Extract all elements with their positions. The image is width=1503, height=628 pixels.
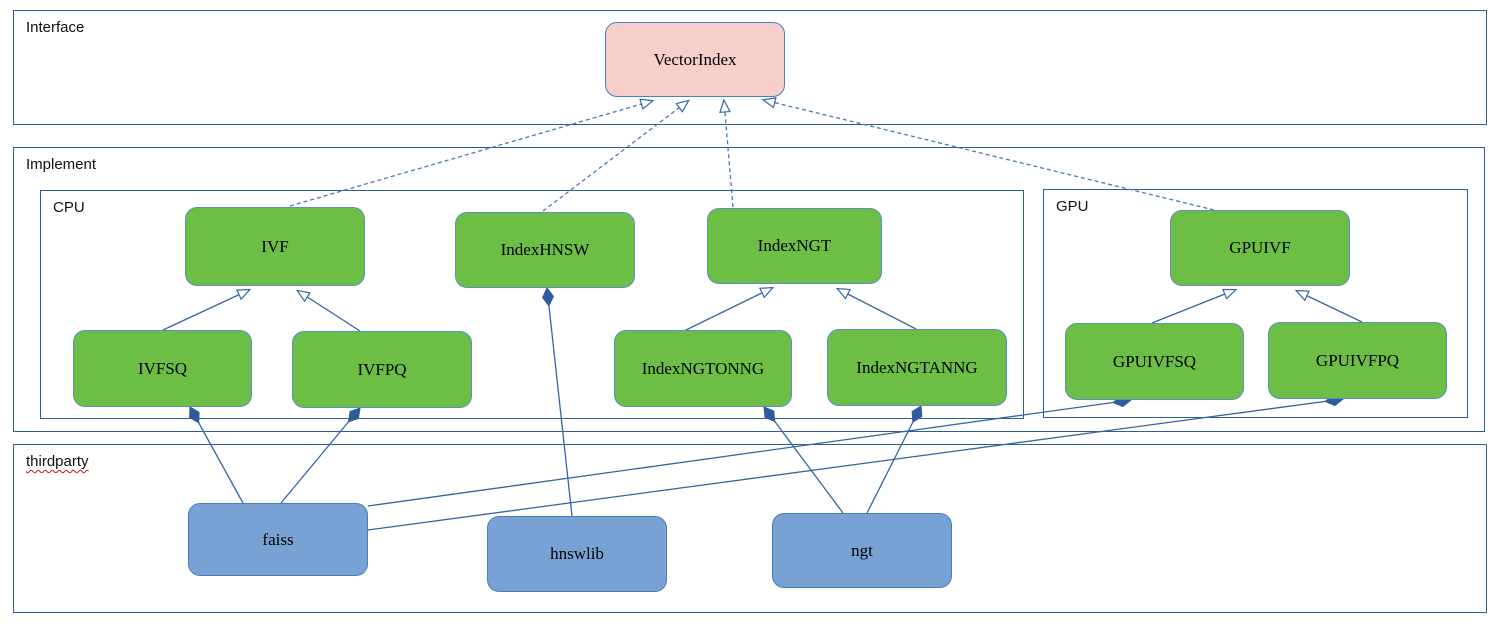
edge-ivf-vectorindex bbox=[289, 101, 652, 207]
implement-label: Implement bbox=[26, 156, 97, 173]
node-gpuivfpq[interactable]: GPUIVFPQ bbox=[1268, 322, 1447, 399]
node-indexngt-label: IndexNGT bbox=[757, 236, 832, 255]
edge-gpuivfpq-gpuivf bbox=[1297, 291, 1363, 323]
node-ivfpq[interactable]: IVFPQ bbox=[292, 331, 472, 408]
node-indexhnsw[interactable]: IndexHNSW bbox=[455, 212, 635, 288]
node-indexhnsw-label: IndexHNSW bbox=[500, 240, 590, 259]
edge-ivfpq-ivf bbox=[298, 291, 361, 332]
edge-indexngtanng-indexngt bbox=[838, 289, 917, 330]
edge-indexhnsw-hnswlib bbox=[542, 287, 573, 517]
edge-ivfpq-faiss bbox=[280, 407, 361, 504]
node-gpuivf-label: GPUIVF bbox=[1229, 238, 1291, 257]
node-hnswlib-label: hnswlib bbox=[550, 544, 604, 563]
node-indexngtanng[interactable]: IndexNGTANNG bbox=[827, 329, 1007, 406]
node-ivfsq-label: IVFSQ bbox=[137, 358, 188, 378]
node-gpuivfpq-label: GPUIVFPQ bbox=[1315, 350, 1400, 370]
node-ivfpq-label: IVFPQ bbox=[357, 359, 407, 379]
cpu-label: CPU bbox=[53, 199, 85, 216]
node-ivfsq[interactable]: IVFSQ bbox=[73, 330, 252, 407]
implement-container: Implement bbox=[13, 147, 1485, 432]
node-ngt[interactable]: ngt bbox=[772, 513, 952, 588]
gpu-label: GPU bbox=[1056, 198, 1089, 215]
edge-ivfsq-faiss bbox=[189, 406, 244, 504]
edge-gpuivfpq-faiss bbox=[367, 394, 1344, 531]
node-faiss-label: faiss bbox=[262, 529, 294, 549]
node-indexngt[interactable]: IndexNGT bbox=[707, 208, 882, 284]
edge-gpuivf-vectorindex bbox=[764, 100, 1215, 211]
node-ivf[interactable]: IVF bbox=[185, 207, 365, 286]
node-gpuivfsq-label: GPUIVFSQ bbox=[1112, 351, 1197, 371]
gpu-container: GPU bbox=[1043, 189, 1468, 418]
node-ngt-label: ngt bbox=[851, 540, 873, 560]
cpu-container: CPU bbox=[40, 190, 1024, 419]
edge-gpuivfsq-gpuivf bbox=[1151, 290, 1235, 324]
node-indexngtanng-label: IndexNGTANNG bbox=[856, 357, 978, 377]
edge-indexngtonng-ngt bbox=[763, 406, 844, 514]
node-gpuivfsq[interactable]: GPUIVFSQ bbox=[1065, 323, 1244, 400]
interface-label: Interface bbox=[26, 19, 85, 36]
node-hnswlib[interactable]: hnswlib bbox=[487, 516, 667, 592]
node-ivf-label: IVF bbox=[261, 236, 289, 256]
node-faiss[interactable]: faiss bbox=[188, 503, 368, 576]
edge-ivfsq-ivf bbox=[162, 290, 249, 331]
edge-indexhnsw-vectorindex bbox=[542, 101, 688, 212]
node-vectorindex-label: VectorIndex bbox=[653, 49, 737, 69]
node-vectorindex[interactable]: VectorIndex bbox=[605, 22, 785, 97]
edge-indexngt-vectorindex bbox=[724, 101, 734, 208]
interface-container: Interface bbox=[13, 10, 1487, 125]
edge-indexngtonng-indexngt bbox=[683, 288, 772, 332]
node-indexngtonng[interactable]: IndexNGTONNG bbox=[614, 330, 792, 407]
thirdparty-container: thirdparty bbox=[13, 444, 1487, 613]
thirdparty-label: thirdparty bbox=[26, 453, 89, 470]
node-gpuivf[interactable]: GPUIVF bbox=[1170, 210, 1350, 286]
node-indexngtonng-label: IndexNGTONNG bbox=[641, 358, 765, 378]
edge-gpuivfsq-faiss bbox=[367, 395, 1132, 507]
